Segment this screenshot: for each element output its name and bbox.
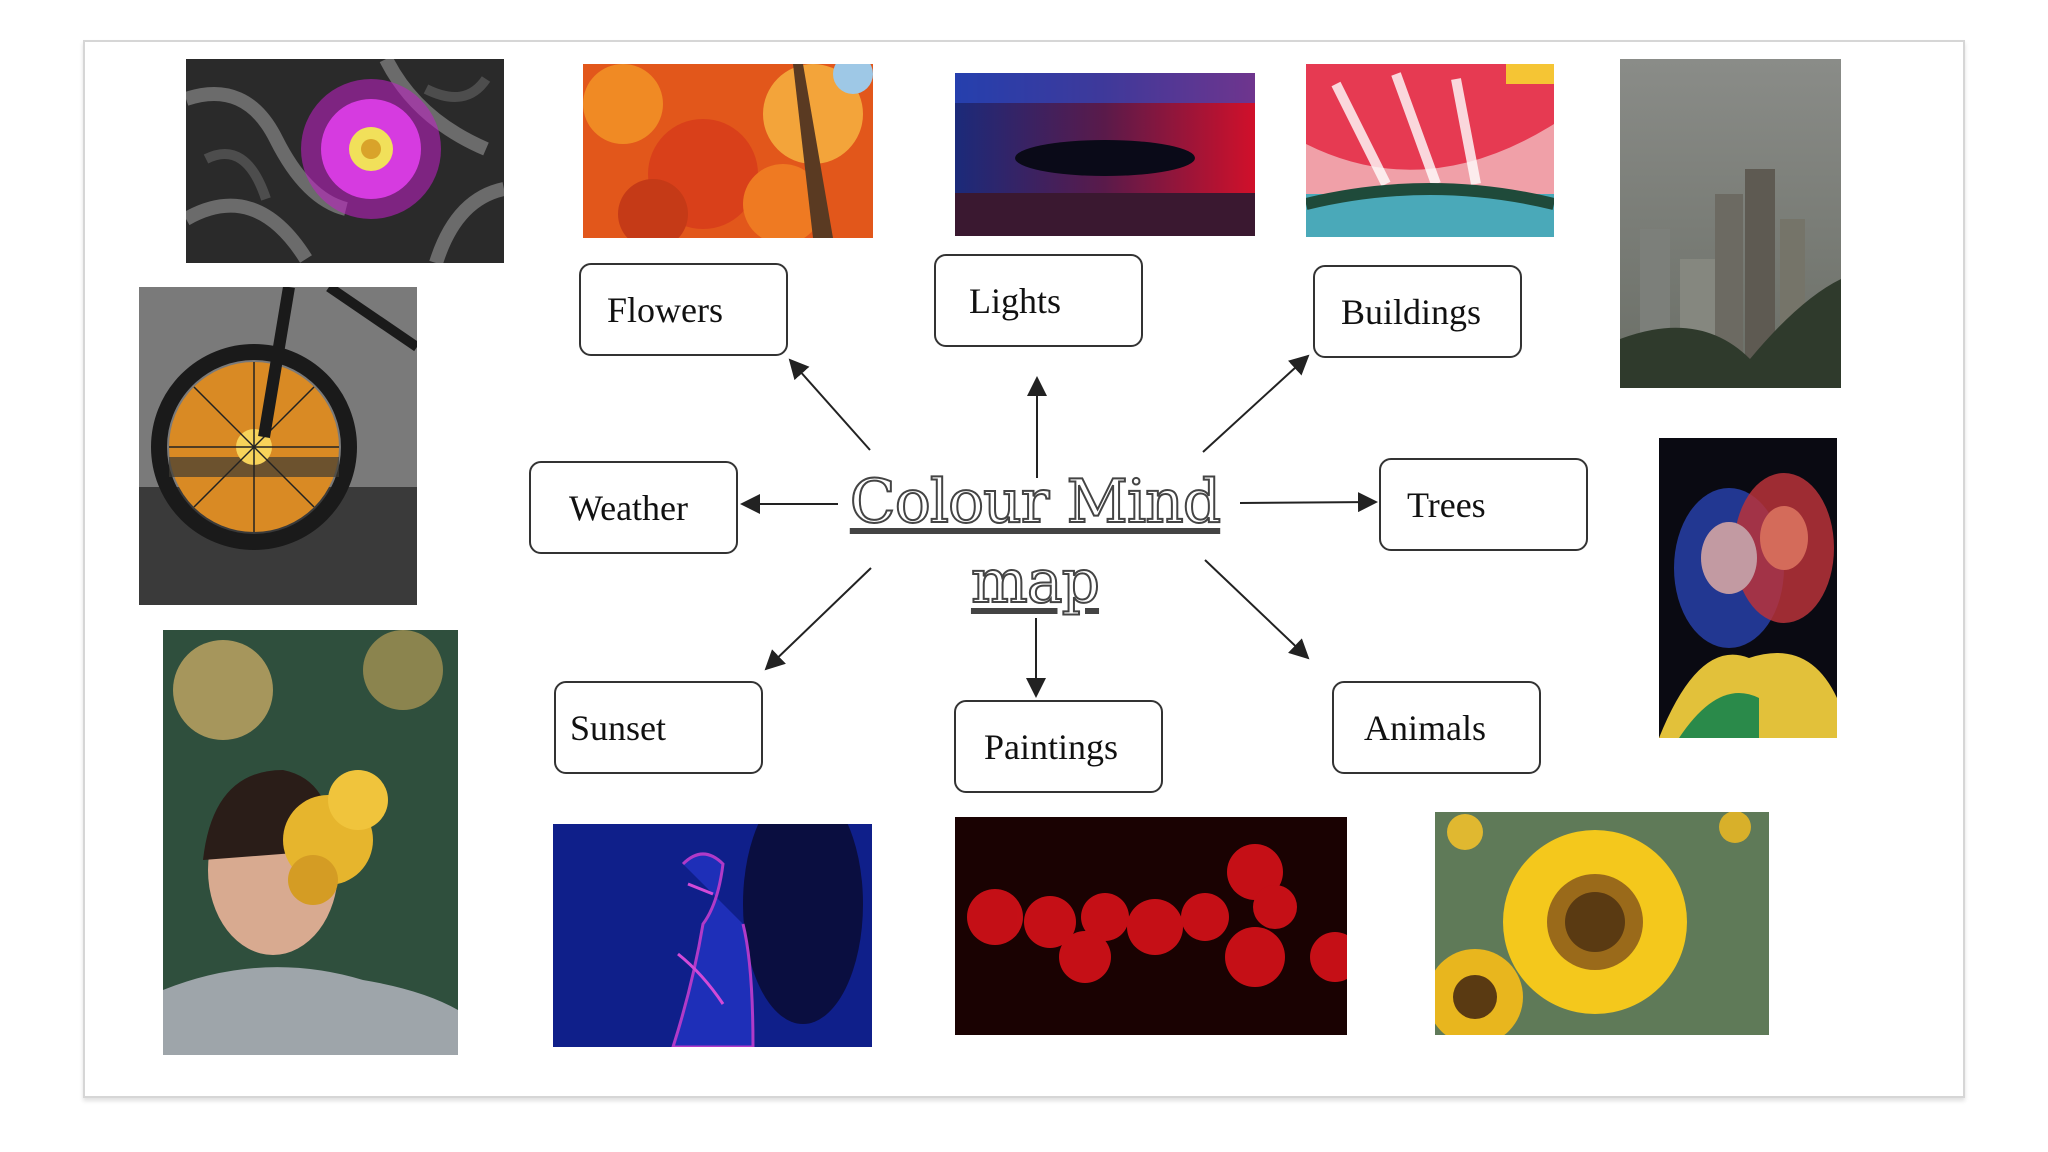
node-trees: Trees xyxy=(1379,458,1588,551)
photo-bicycle-wheel-sunset xyxy=(139,287,417,605)
photo-autumn-leaves xyxy=(583,64,873,238)
photo-pink-flower xyxy=(186,59,504,263)
photo-red-bokeh xyxy=(955,817,1347,1035)
node-sunset: Sunset xyxy=(554,681,763,774)
photo-sunflowers xyxy=(1435,812,1769,1035)
node-lights: Lights xyxy=(934,254,1143,347)
photo-neon-portrait xyxy=(1659,438,1837,738)
photo-foggy-city xyxy=(1620,59,1841,388)
node-flowers: Flowers xyxy=(579,263,788,356)
node-paintings: Paintings xyxy=(954,700,1163,793)
node-weather: Weather xyxy=(529,461,738,554)
title-line-1: Colour Mind xyxy=(849,466,1222,538)
photo-painted-feather xyxy=(1306,64,1554,237)
node-animals: Animals xyxy=(1332,681,1541,774)
title-line-2: map xyxy=(970,546,1101,618)
node-buildings: Buildings xyxy=(1313,265,1522,358)
photo-blue-uv-portrait xyxy=(553,824,872,1047)
mind-map-title: Colour Mind map xyxy=(820,462,1250,622)
photo-woman-yellow-flowers xyxy=(163,630,458,1055)
photo-neon-reflection xyxy=(955,73,1255,236)
